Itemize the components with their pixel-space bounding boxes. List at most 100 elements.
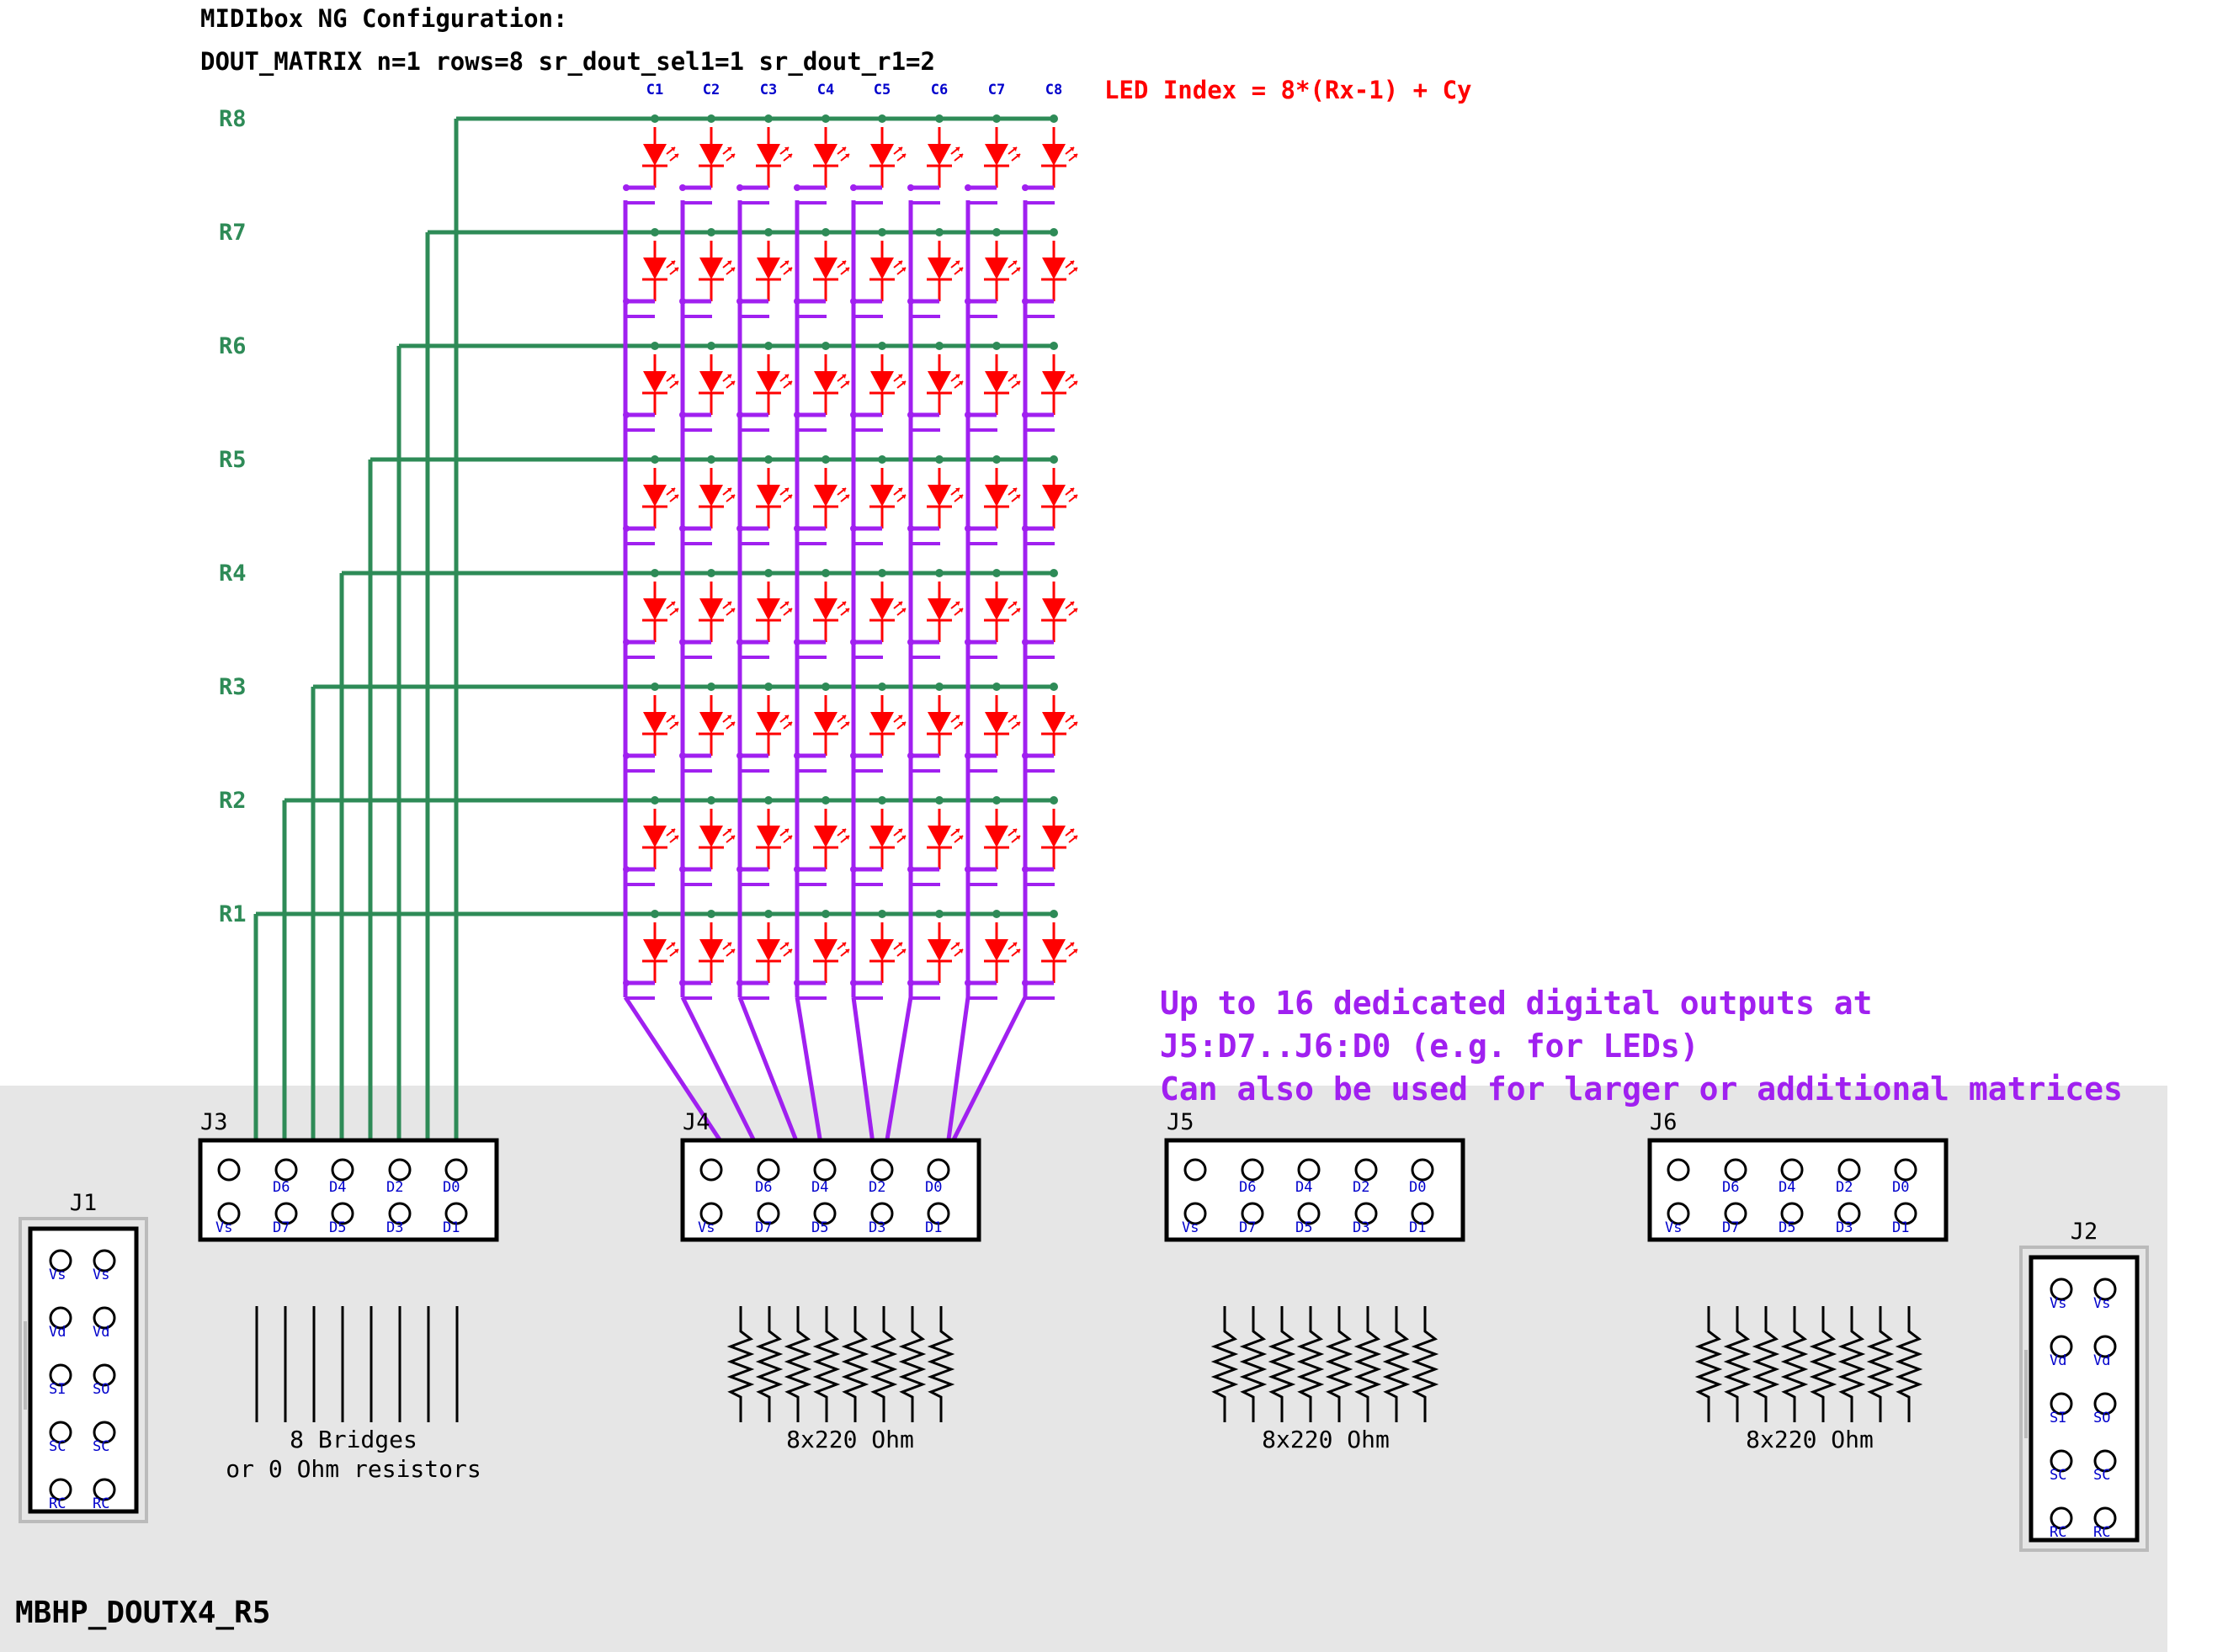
led-icon <box>679 695 736 759</box>
pin-label: RC <box>93 1495 109 1512</box>
led-arrowhead <box>784 147 789 151</box>
led-triangle <box>699 939 723 961</box>
column-label-C5: C5 <box>874 82 891 98</box>
led-triangle <box>928 939 951 961</box>
led-arrowhead <box>1013 374 1017 379</box>
junction-dot <box>878 455 886 464</box>
junction-dot <box>794 639 800 645</box>
led-icon <box>965 241 1021 305</box>
junction-dot <box>764 910 773 918</box>
junction-dot <box>707 683 715 691</box>
junction-dot <box>822 910 830 918</box>
led-arrowhead <box>731 722 735 726</box>
resistor-symbol <box>726 1306 755 1422</box>
led-arrowhead <box>842 374 846 379</box>
note-line-1: Up to 16 dedicated digital outputs at <box>1160 985 1872 1022</box>
led-arrowhead <box>1016 836 1020 840</box>
led-icon <box>679 468 736 532</box>
junction-dot <box>878 910 886 918</box>
led-arrowhead <box>1073 608 1077 613</box>
junction-dot <box>1050 114 1058 123</box>
pin-hole <box>2050 1392 2073 1416</box>
junction-dot <box>707 910 715 918</box>
led-arrowhead <box>788 154 792 158</box>
pin-hole <box>1297 1158 1321 1182</box>
resistor-symbol <box>1809 1306 1837 1422</box>
led-arrowhead <box>1013 147 1017 151</box>
junction-dot <box>907 639 914 645</box>
led-icon <box>794 809 850 873</box>
led-arrowhead <box>845 154 849 158</box>
resistor-symbol <box>869 1306 898 1422</box>
led-arrowhead <box>898 488 902 492</box>
led-arrowhead <box>1013 488 1017 492</box>
led-icon <box>736 695 793 759</box>
connector-label: J6 <box>1650 1109 1678 1135</box>
led-arrowhead <box>901 836 906 840</box>
junction-dot <box>1022 412 1029 418</box>
junction-dot <box>907 866 914 873</box>
junction-dot <box>992 455 1001 464</box>
junction-dot <box>651 114 659 123</box>
pin-label: D7 <box>1722 1219 1739 1236</box>
junction-dot <box>878 228 886 236</box>
resistor-symbol <box>812 1306 841 1422</box>
led-arrowhead <box>959 608 963 613</box>
junction-dot <box>850 298 857 305</box>
led-triangle <box>870 712 894 734</box>
junction-dot <box>965 525 971 532</box>
led-triangle <box>928 258 951 279</box>
led-icon <box>794 922 850 986</box>
led-icon <box>907 354 964 418</box>
junction-dot <box>651 796 659 805</box>
pin-label: D0 <box>1409 1179 1426 1196</box>
led-triangle <box>1042 485 1066 507</box>
junction-dot <box>822 796 830 805</box>
led-arrowhead <box>784 488 789 492</box>
pin-hole <box>1411 1158 1434 1182</box>
junction-dot <box>623 980 630 986</box>
pin-label: D5 <box>811 1219 828 1236</box>
junction-dot <box>736 752 743 759</box>
led-icon <box>794 468 850 532</box>
led-triangle <box>699 826 723 847</box>
led-arrowhead <box>901 949 906 953</box>
led-icon <box>850 468 907 532</box>
pin-hole <box>444 1158 468 1182</box>
led-icon <box>1022 922 1078 986</box>
led-icon <box>736 241 793 305</box>
led-arrowhead <box>955 147 960 151</box>
junction-dot <box>907 412 914 418</box>
led-arrowhead <box>1013 943 1017 947</box>
led-triangle <box>643 598 667 620</box>
led-arrowhead <box>898 943 902 947</box>
led-arrowhead <box>671 261 675 265</box>
pin-hole <box>1354 1158 1378 1182</box>
junction-dot <box>623 639 630 645</box>
led-arrowhead <box>671 602 675 606</box>
junction-dot <box>850 412 857 418</box>
pin-label: Vd <box>93 1324 109 1341</box>
led-arrowhead <box>1016 722 1020 726</box>
junction-dot <box>736 298 743 305</box>
junction-dot <box>679 866 686 873</box>
led-arrowhead <box>674 608 678 613</box>
led-arrowhead <box>788 268 792 272</box>
junction-dot <box>935 114 944 123</box>
pin-label: D4 <box>811 1179 828 1196</box>
junction-dot <box>764 455 773 464</box>
pin-label: D3 <box>1836 1219 1853 1236</box>
pin-hole <box>813 1158 837 1182</box>
led-triangle <box>814 826 837 847</box>
junction-dot <box>707 228 715 236</box>
led-arrowhead <box>1070 374 1074 379</box>
junction-dot <box>1022 980 1029 986</box>
led-arrowhead <box>898 147 902 151</box>
led-triangle <box>928 371 951 393</box>
led-arrowhead <box>784 715 789 720</box>
led-icon <box>907 922 964 986</box>
bridges-caption-1: 8 Bridges <box>290 1426 417 1453</box>
resistor-symbol <box>1325 1306 1353 1422</box>
led-icon <box>907 241 964 305</box>
junction-dot <box>1050 910 1058 918</box>
